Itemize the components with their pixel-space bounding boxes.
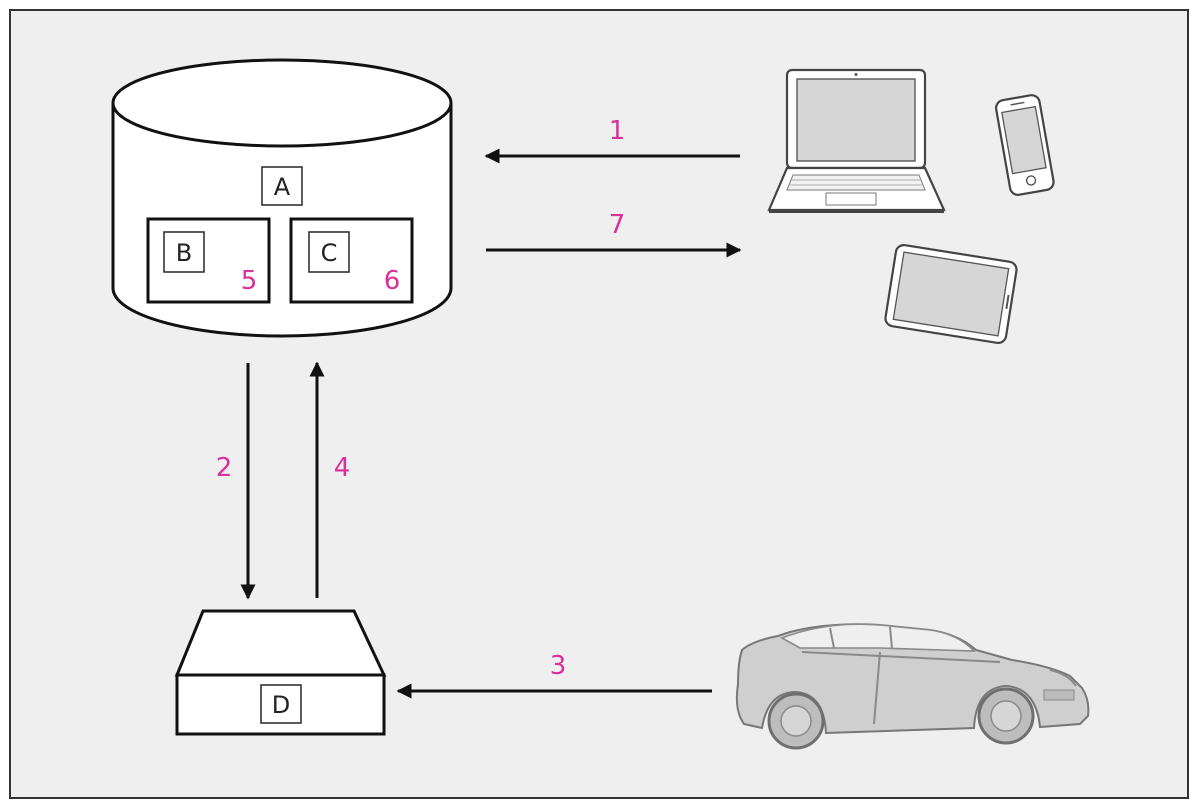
tablet-icon: [884, 244, 1018, 344]
step-number-2: 2: [216, 453, 233, 483]
storage-c-label: C: [321, 239, 338, 267]
server-label-box: [261, 166, 303, 206]
device-d-label: D: [272, 691, 290, 719]
step-number-3: 3: [550, 651, 567, 681]
storage-b-label: B: [176, 239, 192, 267]
server-label: A: [274, 173, 291, 201]
step-number-1: 1: [609, 116, 626, 146]
step-number-4: 4: [334, 453, 351, 483]
storage-b: B 5: [146, 217, 271, 304]
step-number-5: 5: [241, 266, 258, 296]
step-number-7: 7: [609, 210, 626, 240]
device-d-box: D: [174, 609, 387, 736]
storage-c: C 6: [289, 217, 414, 304]
laptop-icon: [767, 68, 946, 213]
smartphone-icon: [994, 94, 1055, 196]
server-cylinder: A B 5 C 6: [111, 58, 453, 338]
storage-b-label-box: [163, 231, 205, 273]
device-d-label-box: [260, 684, 302, 724]
step-number-6: 6: [384, 266, 401, 296]
storage-c-label-box: [308, 231, 350, 273]
vehicle-icon: [735, 623, 1090, 750]
